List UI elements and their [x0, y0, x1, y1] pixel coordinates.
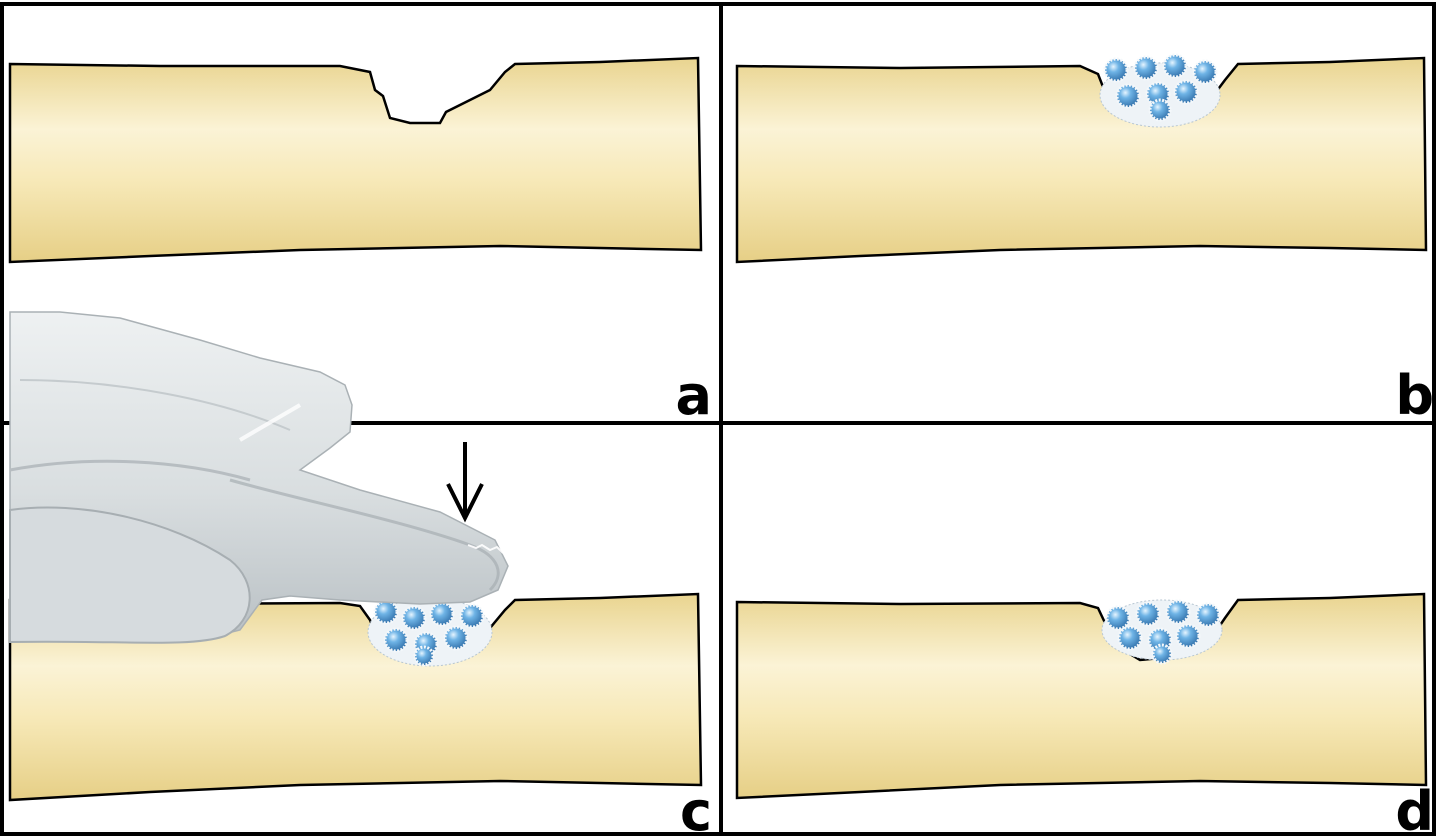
granule [1197, 604, 1219, 626]
panel-label-a: a [676, 364, 712, 427]
granule [1107, 607, 1129, 629]
tissue-with-filled-defect [737, 58, 1426, 262]
panel-b [737, 55, 1426, 262]
tissue-with-defect [10, 58, 701, 262]
granule [445, 627, 467, 649]
granule [1194, 61, 1216, 83]
gloved-finger-icon [10, 312, 508, 643]
granule-cluster-c [368, 598, 492, 666]
panel-d [737, 594, 1426, 798]
granule [415, 647, 433, 665]
granule [461, 605, 483, 627]
panel-c [10, 312, 701, 800]
granule [431, 603, 453, 625]
panel-a [10, 58, 701, 262]
granule [385, 629, 407, 651]
granule [1167, 601, 1189, 623]
granule [1150, 100, 1170, 120]
panel-label-d: d [1395, 780, 1434, 837]
granule [375, 601, 397, 623]
panel-label-c: c [680, 780, 712, 837]
granule [1177, 625, 1199, 647]
panel-label-b: b [1395, 364, 1434, 427]
granule [403, 607, 425, 629]
granule [1117, 85, 1139, 107]
tissue-with-filled-defect [737, 594, 1426, 798]
down-arrow-icon [448, 442, 482, 518]
granule [1153, 645, 1171, 663]
granule [1175, 81, 1197, 103]
granule [1119, 627, 1141, 649]
granule [1164, 55, 1186, 77]
granule [1135, 57, 1157, 79]
granule [1137, 603, 1159, 625]
granule-cluster-b [1100, 55, 1220, 127]
granule [1105, 59, 1127, 81]
